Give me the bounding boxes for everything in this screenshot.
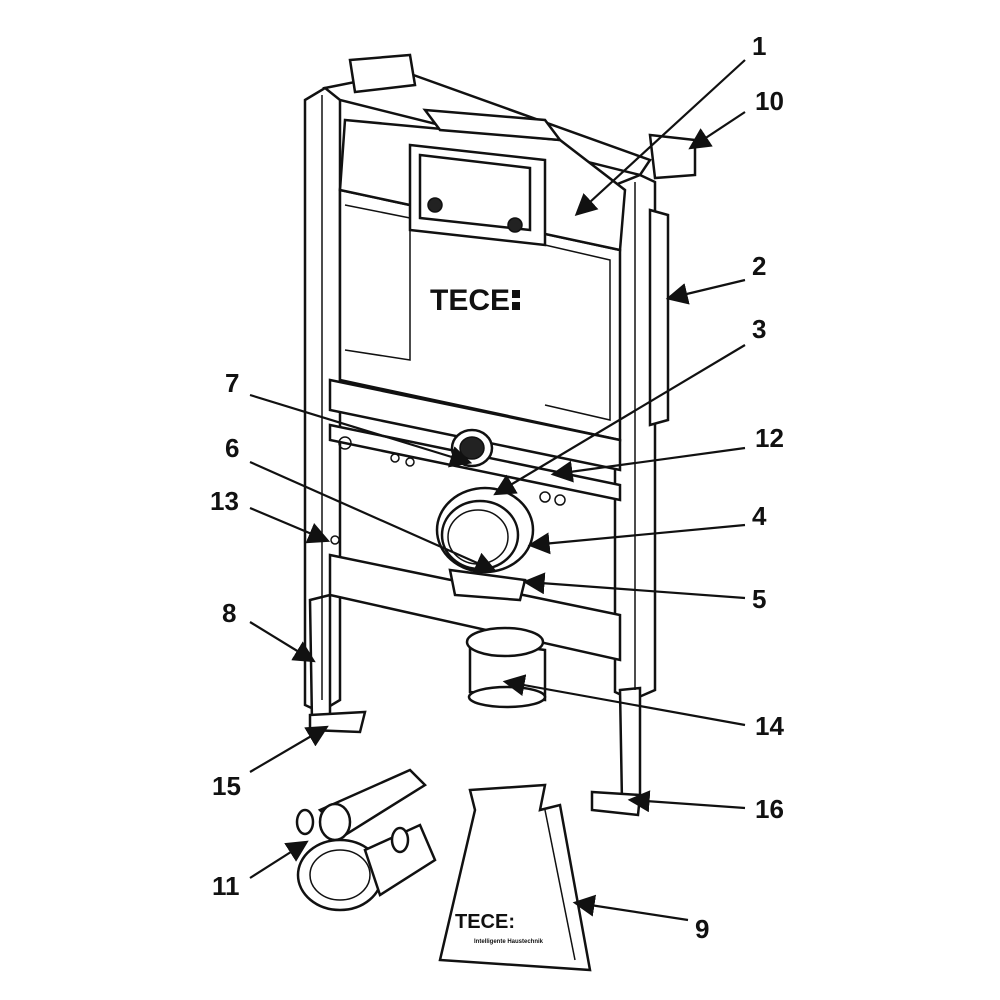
water-inlet bbox=[450, 428, 494, 468]
bag-logo: TECE: bbox=[455, 911, 515, 933]
callout-2: 2 bbox=[752, 251, 766, 281]
callout-15: 15 bbox=[212, 771, 241, 801]
callout-6: 6 bbox=[225, 433, 239, 463]
callout-14: 14 bbox=[755, 711, 784, 741]
callout-7: 7 bbox=[225, 368, 239, 398]
drain-connector bbox=[435, 486, 535, 602]
connection-set bbox=[295, 768, 437, 912]
foot-right bbox=[590, 790, 642, 817]
callout-5: 5 bbox=[752, 584, 766, 614]
callout-9: 9 bbox=[695, 914, 709, 944]
callout-16: 16 bbox=[755, 794, 784, 824]
bag-tagline: Intelligente Haustechnik bbox=[474, 939, 544, 945]
callout-4: 4 bbox=[752, 501, 767, 531]
leader-lines bbox=[249, 59, 746, 922]
accessory-bag: TECE: Intelligente Haustechnik bbox=[438, 783, 592, 972]
cistern-logo: TECE bbox=[430, 284, 510, 317]
callout-11: 11 bbox=[212, 871, 240, 901]
callout-12: 12 bbox=[755, 423, 784, 453]
cistern: TECE bbox=[338, 108, 627, 442]
top-bracket-left bbox=[348, 53, 417, 94]
callout-13: 13 bbox=[210, 486, 239, 516]
side-panel bbox=[648, 208, 670, 427]
callout-1: 1 bbox=[752, 31, 766, 61]
top-bracket-right bbox=[648, 133, 697, 180]
callout-3: 3 bbox=[752, 314, 766, 344]
drain-pipe bbox=[465, 626, 547, 709]
callout-10: 10 bbox=[755, 86, 784, 116]
callout-8: 8 bbox=[222, 598, 236, 628]
foot-left bbox=[308, 710, 367, 734]
